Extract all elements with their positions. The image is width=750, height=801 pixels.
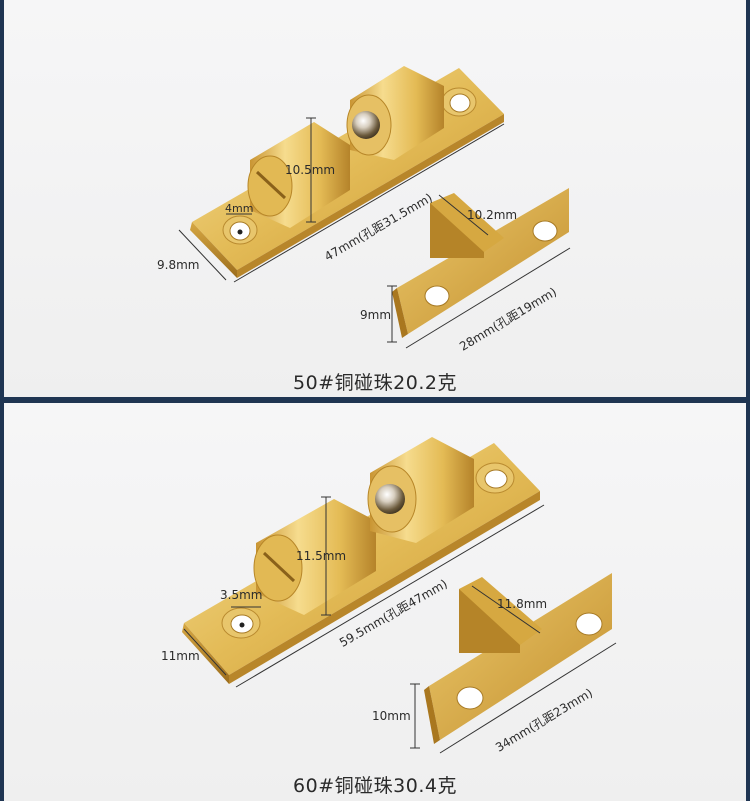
screw-hole-right	[441, 87, 477, 117]
dim-plate-width: 9.8mm	[157, 258, 200, 272]
dim-barrel-height: 11.5mm	[296, 549, 347, 563]
strike-plate	[392, 188, 569, 338]
dim-barrel-height: 10.5mm	[285, 163, 336, 177]
dim-hole-diameter: 3.5mm	[220, 588, 263, 602]
product-panel-60: 3.5mm 11.5mm 59.5mm(孔距47mm) 11mm 11.8mm …	[4, 403, 746, 801]
dimension-lines	[178, 117, 571, 349]
dim-strike-height: 10mm	[372, 709, 411, 723]
dimension-lines	[183, 496, 617, 754]
dim-strike-depth: 11.8mm	[497, 597, 548, 611]
dim-strike-height: 9mm	[360, 308, 392, 322]
screw-hole-right	[475, 462, 515, 494]
barrel-ball-end	[346, 66, 444, 160]
dim-hole-diameter: 4mm	[225, 202, 254, 215]
ball-bearing	[375, 484, 405, 514]
product-panel-50: 4mm 10.5mm 47mm(孔距31.5mm) 9.8mm 10.2mm 9…	[4, 0, 746, 397]
barrel-screw-end	[247, 122, 350, 228]
barrel-ball-end	[367, 437, 474, 543]
ball-bearing	[352, 111, 380, 139]
dim-plate-width: 11mm	[161, 649, 200, 663]
product-illustration-50	[178, 66, 571, 349]
strike-plate	[424, 573, 612, 744]
product-caption: 60#铜碰珠30.4克	[293, 775, 457, 797]
product-caption: 50#铜碰珠20.2克	[293, 372, 457, 394]
product-illustration-60	[182, 437, 617, 754]
barrel-screw-end	[253, 499, 376, 615]
dim-strike-depth: 10.2mm	[467, 208, 518, 222]
